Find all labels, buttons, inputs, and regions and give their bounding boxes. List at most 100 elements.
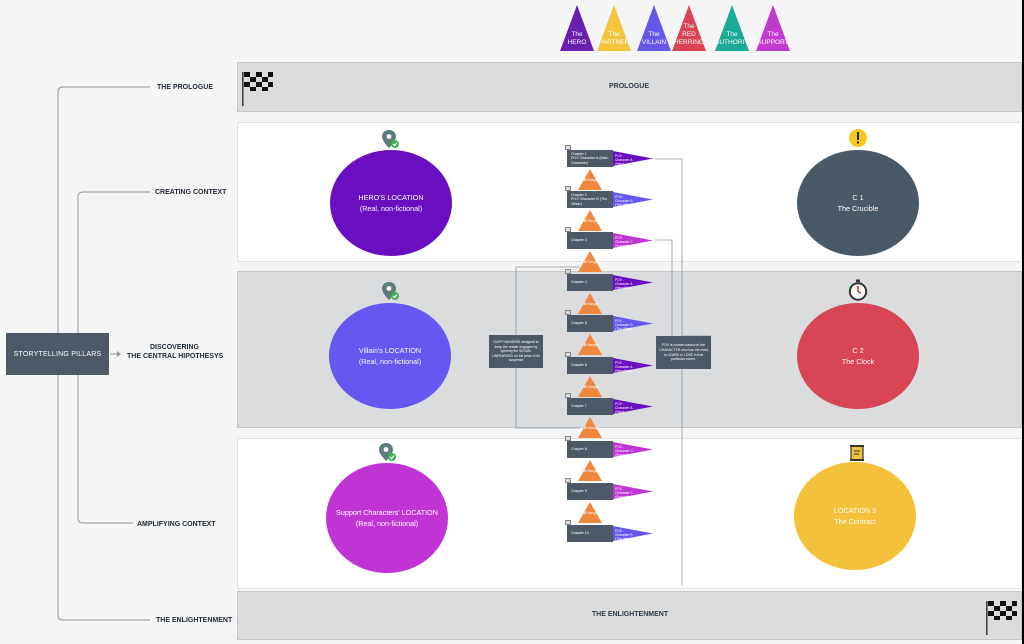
pov-flag-label: POV - Character C (Support): [615, 445, 633, 457]
pov-flag: POV - Character C (Support): [613, 233, 653, 248]
pov-flag-label: POV - Character B (The Villain): [615, 319, 633, 331]
pov-note[interactable]: POV is chosen based on the CHARACTER who…: [656, 336, 711, 369]
chapter-card-9[interactable]: Chapter 9: [567, 483, 613, 500]
cliff-hanger-label: Cliff Hanger: [581, 219, 599, 223]
chapter-checkbox[interactable]: [565, 145, 571, 150]
clock-title: C 2: [852, 346, 864, 355]
chapter-card-10[interactable]: Chapter 10: [567, 525, 613, 542]
chapter-title: Chapter 9: [571, 489, 587, 494]
pov-flag-shape: [613, 399, 653, 414]
chapter-title: Chapter 1: [571, 152, 587, 156]
cliff-hanger-triangle[interactable]: Cliff Hanger: [578, 460, 602, 481]
clock-ellipse[interactable]: C 2 The Clock: [797, 303, 919, 409]
pov-flag: POV - Character A (Hero): [613, 399, 653, 414]
pov-flag-shape: [613, 151, 653, 166]
pillar-central-hypothesis[interactable]: THE CENTRAL HIPOTHESYS: [127, 353, 224, 360]
cliff-hanger-triangle[interactable]: Cliff Hanger: [578, 293, 602, 314]
chapter-card-6[interactable]: Chapter 6: [567, 357, 613, 374]
chapter-checkbox[interactable]: [565, 393, 571, 398]
cliff-hanger-triangle[interactable]: Cliff Hanger: [578, 169, 602, 190]
contract-ellipse[interactable]: LOCATION 3 The Contract: [794, 462, 916, 570]
prologue-band: [237, 62, 1022, 112]
hero-location-ellipse[interactable]: HERO'S LOCATION (Real, non-fictional): [330, 150, 452, 256]
pov-flag: POV - Character A (Hero/Main): [613, 275, 653, 290]
pov-flag: POV - Character C (Support): [613, 484, 653, 499]
character-label: The: [683, 23, 695, 30]
villain-location-ellipse[interactable]: Villain's LOCATION (Real, non-fictional): [329, 303, 451, 409]
character-label: VILLAIN: [641, 39, 667, 46]
support-location-subtitle: (Real, non-fictional): [355, 519, 419, 528]
pov-flag-label: POV - Character A (Hero): [615, 402, 633, 414]
cliff-hanger-triangle[interactable]: Cliff Hanger: [578, 210, 602, 231]
pov-flag: POV - Character C (Support): [613, 442, 653, 457]
chapter-checkbox[interactable]: [565, 520, 571, 525]
chapter-card-7[interactable]: Chapter 7: [567, 398, 613, 415]
character-label: The: [648, 31, 660, 38]
pillar-enlightenment[interactable]: THE ENLIGHTENMENT: [156, 617, 233, 624]
chapter-checkbox[interactable]: [565, 436, 571, 441]
pov-flag-shape: [613, 316, 653, 331]
chapter-checkbox[interactable]: [565, 227, 571, 232]
cliff-hanger-label: Cliff Hanger: [581, 426, 599, 430]
pov-flag-label: POV - Character B (The Villain): [615, 195, 633, 207]
cliff-hanger-triangle[interactable]: Cliff Hanger: [578, 502, 602, 523]
connector-amplifying: [77, 375, 133, 524]
pillar-prologue[interactable]: THE PROLOGUE: [157, 84, 214, 91]
chapter-card-3[interactable]: Chapter 3: [567, 232, 613, 249]
pillar-discovering-label[interactable]: DISCOVERING: [150, 344, 200, 351]
chapter-title: Chapter 8: [571, 447, 587, 452]
character-label: HERRING: [674, 39, 704, 46]
map-pin-check-icon: [379, 443, 396, 461]
character-triangle: [560, 5, 594, 51]
chapter-checkbox[interactable]: [565, 352, 571, 357]
connector-pov-top: [655, 158, 711, 337]
character-triangle: [715, 5, 749, 51]
pov-flag: POV - Character B (The Villain): [613, 192, 653, 207]
connector-prologue: [57, 86, 150, 333]
chapter-checkbox[interactable]: [565, 186, 571, 191]
connector-cliff-top: [515, 266, 580, 336]
contract-subtitle: The Contract: [834, 517, 876, 526]
pillar-creating-context[interactable]: CREATING CONTEXT: [155, 189, 227, 196]
cliff-hanger-triangle[interactable]: Cliff Hanger: [578, 334, 602, 355]
cliff-hanger-triangle[interactable]: Cliff Hanger: [578, 251, 602, 272]
pov-flag-shape: [613, 442, 653, 457]
chapter-subtitle: POV Character A (Main Character): [571, 156, 609, 165]
crucible-ellipse[interactable]: C 1 The Crucible: [797, 150, 919, 256]
chapter-card-4[interactable]: Chapter 4: [567, 274, 613, 291]
support-location-title: Support Characters' LOCATION: [336, 508, 438, 517]
cliff-hanger-note[interactable]: CLIFF HANGERS designed to keep the reade…: [489, 335, 543, 368]
pov-flag-label: POV - Character C (Support): [615, 487, 633, 499]
connector-creating: [77, 191, 150, 333]
storytelling-pillars-node[interactable]: STORYTELLING PILLARS: [6, 333, 109, 375]
cliff-hanger-label: Cliff Hanger: [581, 469, 599, 473]
cliff-hanger-triangle[interactable]: Cliff Hanger: [578, 417, 602, 438]
chapter-checkbox[interactable]: [565, 269, 571, 274]
cliff-hanger-triangle[interactable]: Cliff Hanger: [578, 376, 602, 397]
pov-flag-label: POV - Character C (Support): [615, 236, 633, 248]
chapter-checkbox[interactable]: [565, 310, 571, 315]
character-triangle: [637, 5, 671, 51]
contract-title: LOCATION 3: [833, 506, 877, 515]
chapter-card-5[interactable]: Chapter 5: [567, 315, 613, 332]
character-label: The: [726, 31, 738, 38]
pillar-amplifying-context[interactable]: AMPLIFYING CONTEXT: [137, 521, 216, 528]
chapter-checkbox[interactable]: [565, 478, 571, 483]
arrow-head-icon: [117, 351, 121, 357]
enlightenment-band-title: THE ENLIGHTENMENT: [591, 611, 669, 618]
support-location-ellipse[interactable]: Support Characters' LOCATION (Real, non-…: [326, 463, 448, 573]
character-triangle: [597, 5, 631, 51]
chapter-card-8[interactable]: Chapter 8: [567, 441, 613, 458]
scroll-icon: [850, 445, 864, 461]
clock-subtitle: The Clock: [841, 357, 875, 366]
